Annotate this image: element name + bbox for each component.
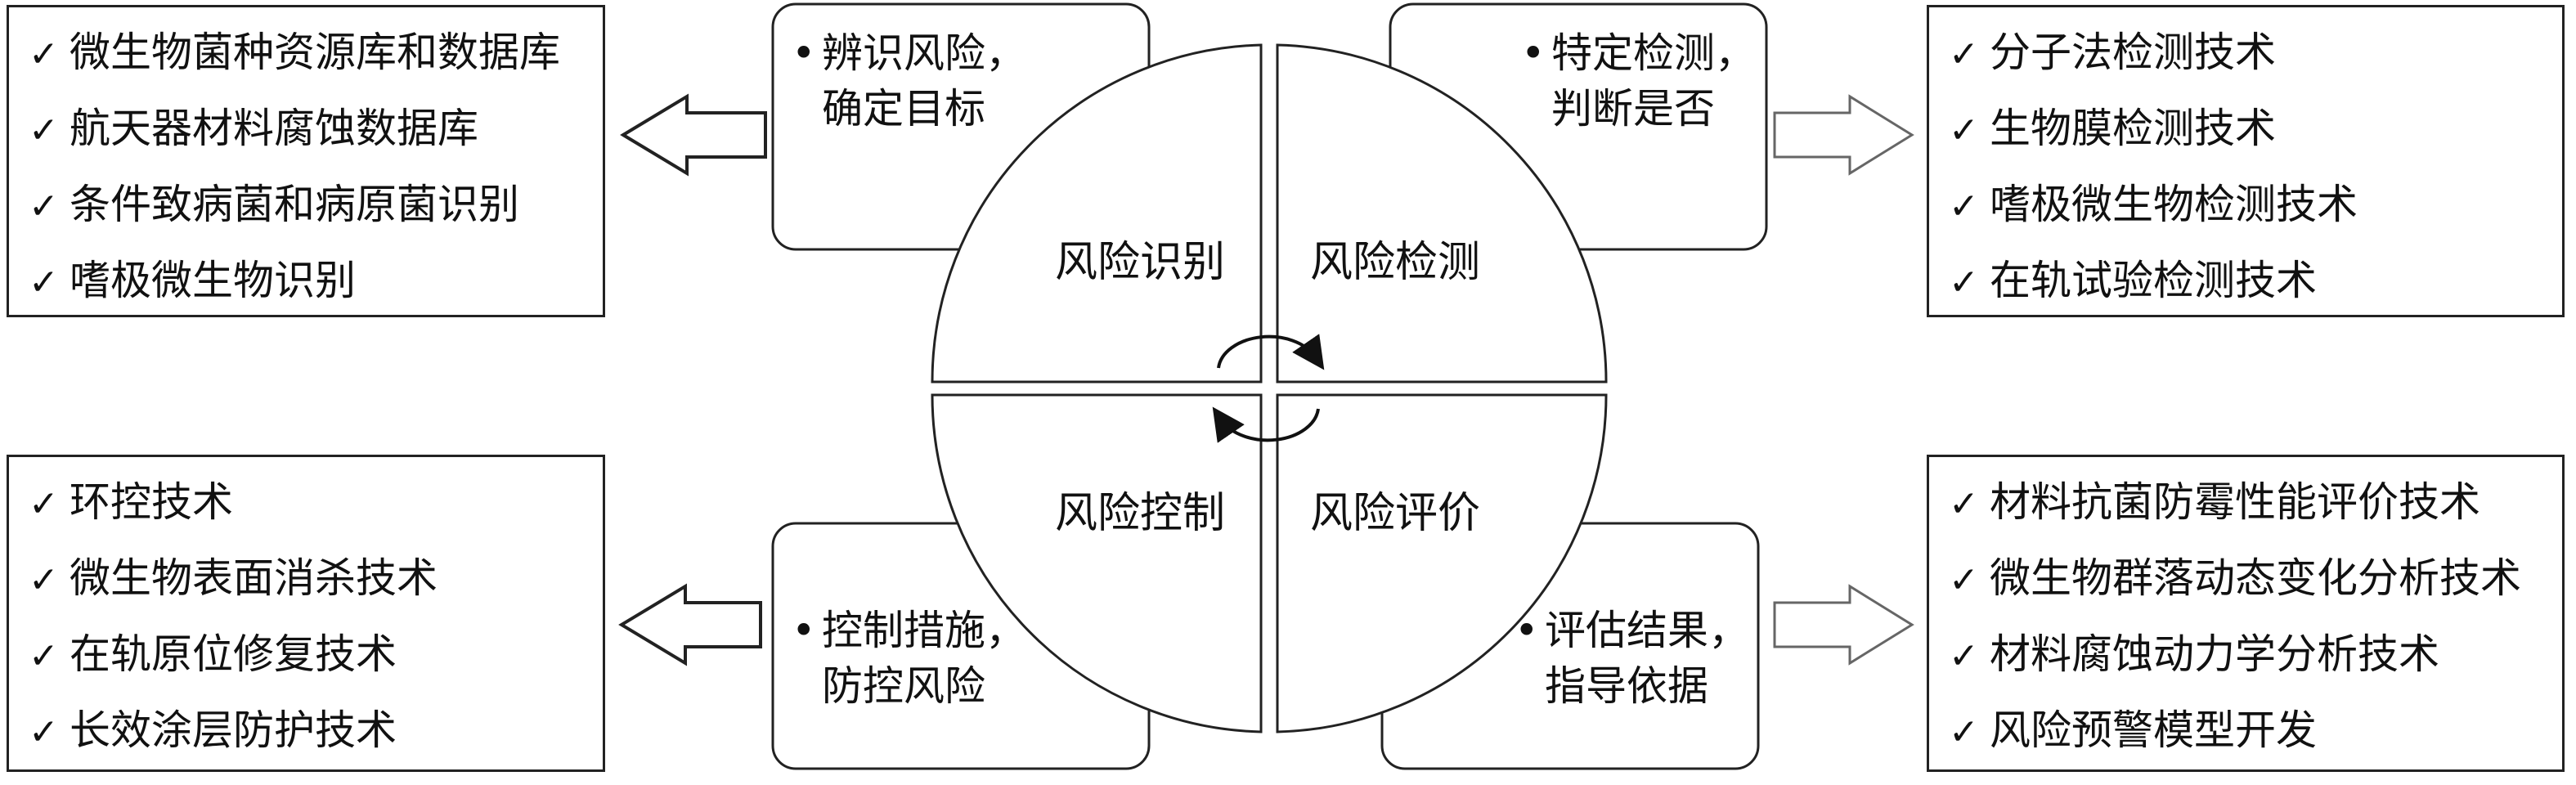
list-item: ✓ 微生物群落动态变化分析技术 (1949, 541, 2562, 617)
check-icon: ✓ (1949, 559, 1979, 601)
list-item: ✓ 在轨试验检测技术 (1949, 244, 2562, 320)
list-box-control: ✓ 环控技术 ✓ 微生物表面消杀技术 ✓ 在轨原位修复技术 ✓ 长效涂层防护技术 (7, 455, 605, 772)
list-item: ✓ 条件致病菌和病原菌识别 (29, 168, 603, 244)
list-item: ✓ 嗜极微生物检测技术 (1949, 168, 2562, 244)
stage-note-detect-line2: 判断是否 (1551, 85, 1715, 132)
quadrant-detect (1276, 43, 1608, 384)
list-item: ✓ 微生物菌种资源库和数据库 (29, 16, 603, 92)
check-icon: ✓ (29, 34, 59, 75)
bullet-icon: • (1521, 29, 1546, 77)
stage-note-identify-line1: 辨识风险， (822, 29, 1026, 77)
stage-note-detect-line1: 特定检测， (1551, 29, 1756, 77)
check-icon: ✓ (1949, 635, 1979, 677)
check-icon: ✓ (1949, 711, 1979, 753)
stage-note-control: • 控制措施， 防控风险 (792, 607, 1026, 710)
list-item: ✓ 生物膜检测技术 (1949, 92, 2562, 168)
stage-note-detect: • 特定检测， 判断是否 (1521, 29, 1756, 132)
list-box-detect: ✓ 分子法检测技术 ✓ 生物膜检测技术 ✓ 嗜极微生物检测技术 ✓ 在轨试验检测技术 (1927, 5, 2565, 317)
check-icon: ✓ (29, 483, 59, 525)
bullet-icon: • (792, 607, 816, 654)
list-item-text: 环控技术 (70, 478, 233, 526)
list-item: ✓ 环控技术 (29, 465, 603, 541)
list-item-text: 长效涂层防护技术 (70, 706, 397, 754)
list-item-text: 在轨试验检测技术 (1990, 257, 2317, 304)
list-item-text: 微生物群落动态变化分析技术 (1990, 554, 2521, 602)
stage-note-evaluate-line1: 评估结果， (1545, 607, 1749, 654)
stage-note-identify-line2: 确定目标 (822, 85, 985, 132)
arrow-right-bottom-icon (1773, 584, 1914, 666)
check-icon: ✓ (29, 559, 59, 601)
list-box-evaluate: ✓ 材料抗菌防霉性能评价技术 ✓ 微生物群落动态变化分析技术 ✓ 材料腐蚀动力学分析技… (1927, 455, 2565, 772)
check-icon: ✓ (29, 711, 59, 753)
check-icon: ✓ (1949, 186, 1979, 227)
quadrant-control (931, 393, 1263, 733)
check-icon: ✓ (1949, 34, 1979, 75)
list-item: ✓ 在轨原位修复技术 (29, 617, 603, 693)
list-item: ✓ 分子法检测技术 (1949, 16, 2562, 92)
list-item: ✓ 材料抗菌防霉性能评价技术 (1949, 465, 2562, 541)
list-item: ✓ 嗜极微生物识别 (29, 244, 603, 320)
list-item-text: 材料抗菌防霉性能评价技术 (1990, 478, 2480, 526)
list-item-text: 嗜极微生物检测技术 (1990, 181, 2358, 228)
arrow-right-top-icon (1773, 94, 1914, 176)
list-item: ✓ 长效涂层防护技术 (29, 693, 603, 769)
check-icon: ✓ (29, 635, 59, 677)
check-icon: ✓ (1949, 110, 1979, 151)
check-icon: ✓ (29, 262, 59, 303)
stage-note-evaluate: • 评估结果， 指导依据 (1515, 607, 1749, 710)
list-item-text: 材料腐蚀动力学分析技术 (1990, 630, 2439, 678)
cycle-arrow-top (1217, 334, 1325, 370)
stage-note-evaluate-line2: 指导依据 (1545, 662, 1708, 710)
list-item-text: 微生物表面消杀技术 (70, 554, 438, 602)
quadrant-label-evaluate: 风险评价 (1310, 489, 1480, 538)
quadrant-label-identify: 风险识别 (1055, 238, 1225, 287)
quadrant-identify (931, 43, 1263, 384)
arrow-left-bottom-icon (618, 583, 762, 666)
stage-note-control-line1: 控制措施， (822, 607, 1026, 654)
list-item-text: 生物膜检测技术 (1990, 105, 2276, 152)
check-icon: ✓ (1949, 483, 1979, 525)
bullet-icon: • (792, 29, 816, 77)
list-item-text: 在轨原位修复技术 (70, 630, 397, 678)
list-box-identify: ✓ 微生物菌种资源库和数据库 ✓ 航天器材料腐蚀数据库 ✓ 条件致病菌和病原菌识别 ✓… (7, 5, 605, 317)
stage-note-control-line2: 防控风险 (822, 662, 985, 710)
cycle-arrow-bottom (1212, 406, 1320, 443)
arrow-left-top-icon (620, 93, 767, 177)
list-item-text: 分子法检测技术 (1990, 29, 2276, 76)
quadrant-evaluate (1276, 393, 1608, 733)
list-item-text: 微生物菌种资源库和数据库 (70, 29, 560, 76)
check-icon: ✓ (29, 186, 59, 227)
check-icon: ✓ (29, 110, 59, 151)
list-item: ✓ 材料腐蚀动力学分析技术 (1949, 617, 2562, 693)
stage-note-identify: • 辨识风险， 确定目标 (792, 29, 1026, 132)
list-item-text: 条件致病菌和病原菌识别 (70, 181, 519, 228)
list-item-text: 风险预警模型开发 (1990, 706, 2317, 754)
quadrant-label-control: 风险控制 (1055, 489, 1225, 538)
list-item: ✓ 风险预警模型开发 (1949, 693, 2562, 769)
check-icon: ✓ (1949, 262, 1979, 303)
list-item-text: 嗜极微生物识别 (70, 257, 356, 304)
cycle-arrows-icon (1212, 334, 1325, 443)
quadrant-label-detect: 风险检测 (1310, 238, 1480, 287)
list-item-text: 航天器材料腐蚀数据库 (70, 105, 478, 152)
list-item: ✓ 航天器材料腐蚀数据库 (29, 92, 603, 168)
list-item: ✓ 微生物表面消杀技术 (29, 541, 603, 617)
